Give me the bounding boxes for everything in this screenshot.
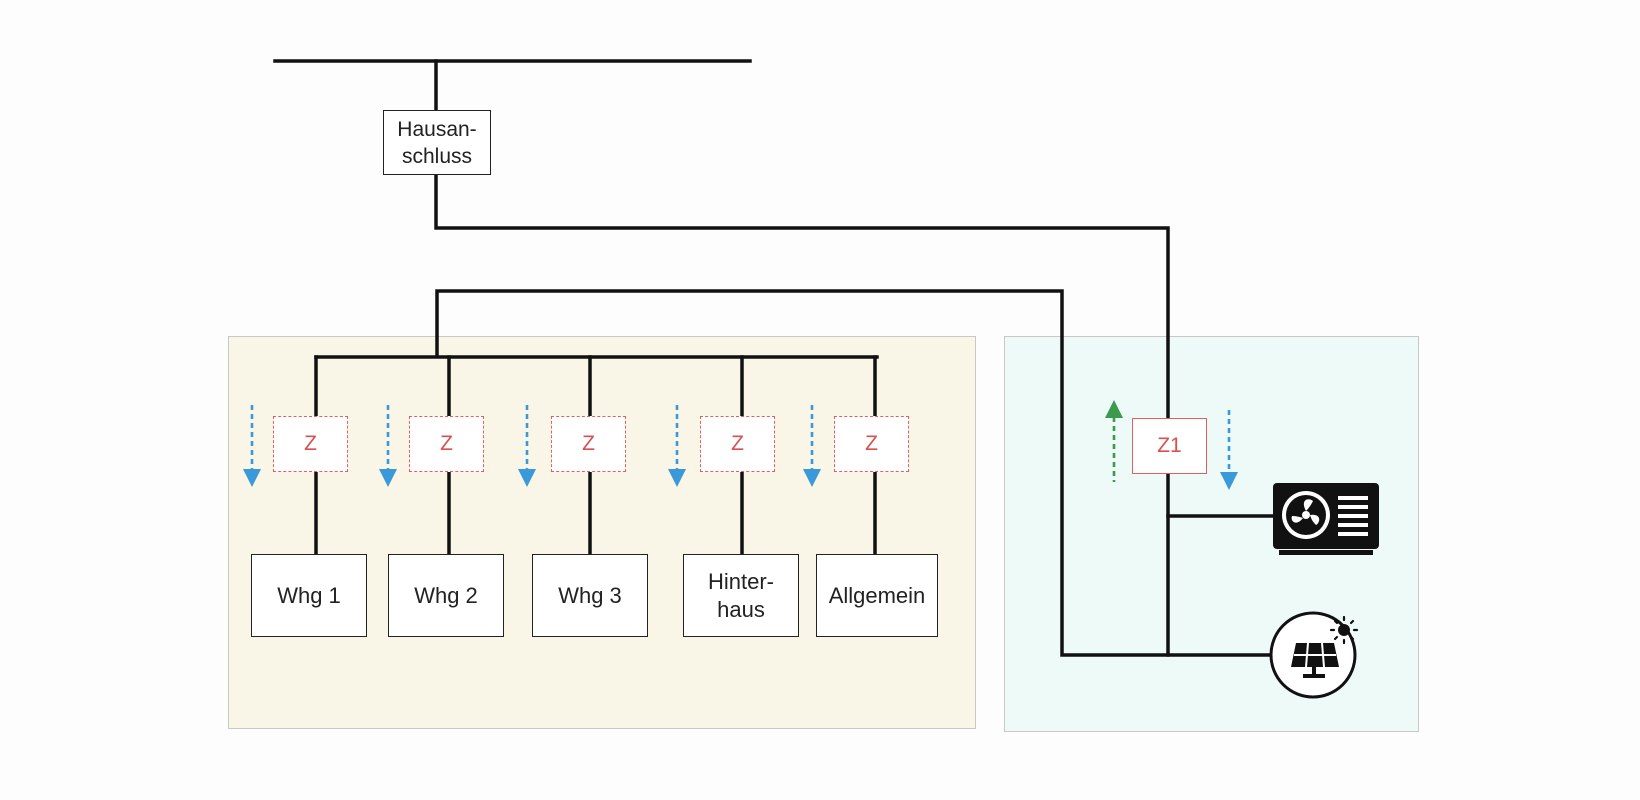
meter-label: Z xyxy=(731,432,744,455)
main-meter: Z1 xyxy=(1132,418,1207,474)
meter-allgemein: Z xyxy=(834,416,909,472)
heat-pump-icon xyxy=(1273,483,1379,555)
consumption-arrow-4 xyxy=(668,405,686,487)
apartment-building-panel xyxy=(228,336,976,729)
meter-whg-1: Z xyxy=(273,416,348,472)
distribution-line xyxy=(435,289,1289,657)
consumption-arrow-1 xyxy=(243,405,261,487)
solar-panel-icon xyxy=(1269,611,1359,699)
consumer-box-whg-3: Whg 3 xyxy=(532,554,648,637)
meter-label: Z xyxy=(304,432,317,455)
consumer-label: Allgemein xyxy=(828,582,926,608)
consumption-arrow-5 xyxy=(803,405,821,487)
house-connection-label: Hausan- schluss xyxy=(397,117,477,168)
sun-icon xyxy=(1329,615,1359,645)
consumption-arrow-2 xyxy=(379,405,397,487)
meter-hinterhaus: Z xyxy=(700,416,775,472)
meter-whg-2: Z xyxy=(409,416,484,472)
main-meter-label: Z1 xyxy=(1157,434,1182,457)
consumer-box-whg-2: Whg 2 xyxy=(388,554,504,637)
meter-whg-3: Z xyxy=(551,416,626,472)
consumer-box-whg-1: Whg 1 xyxy=(251,554,367,637)
consumption-arrow-3 xyxy=(518,405,536,487)
consumer-label: Hinter- haus xyxy=(707,568,774,622)
meter-label: Z xyxy=(440,432,453,455)
house-connection-box: Hausan- schluss xyxy=(383,110,491,175)
consumer-label: Whg 2 xyxy=(414,582,478,608)
meter-label: Z xyxy=(865,432,878,455)
consumer-box-hinterhaus: Hinter- haus xyxy=(683,554,799,637)
feed-in-arrow xyxy=(1105,400,1123,482)
meter-label: Z xyxy=(582,432,595,455)
consumer-label: Whg 3 xyxy=(558,582,622,608)
consumer-box-allgemein: Allgemein xyxy=(816,554,938,637)
consumption-arrow-main xyxy=(1220,410,1238,490)
consumer-label: Whg 1 xyxy=(277,582,341,608)
